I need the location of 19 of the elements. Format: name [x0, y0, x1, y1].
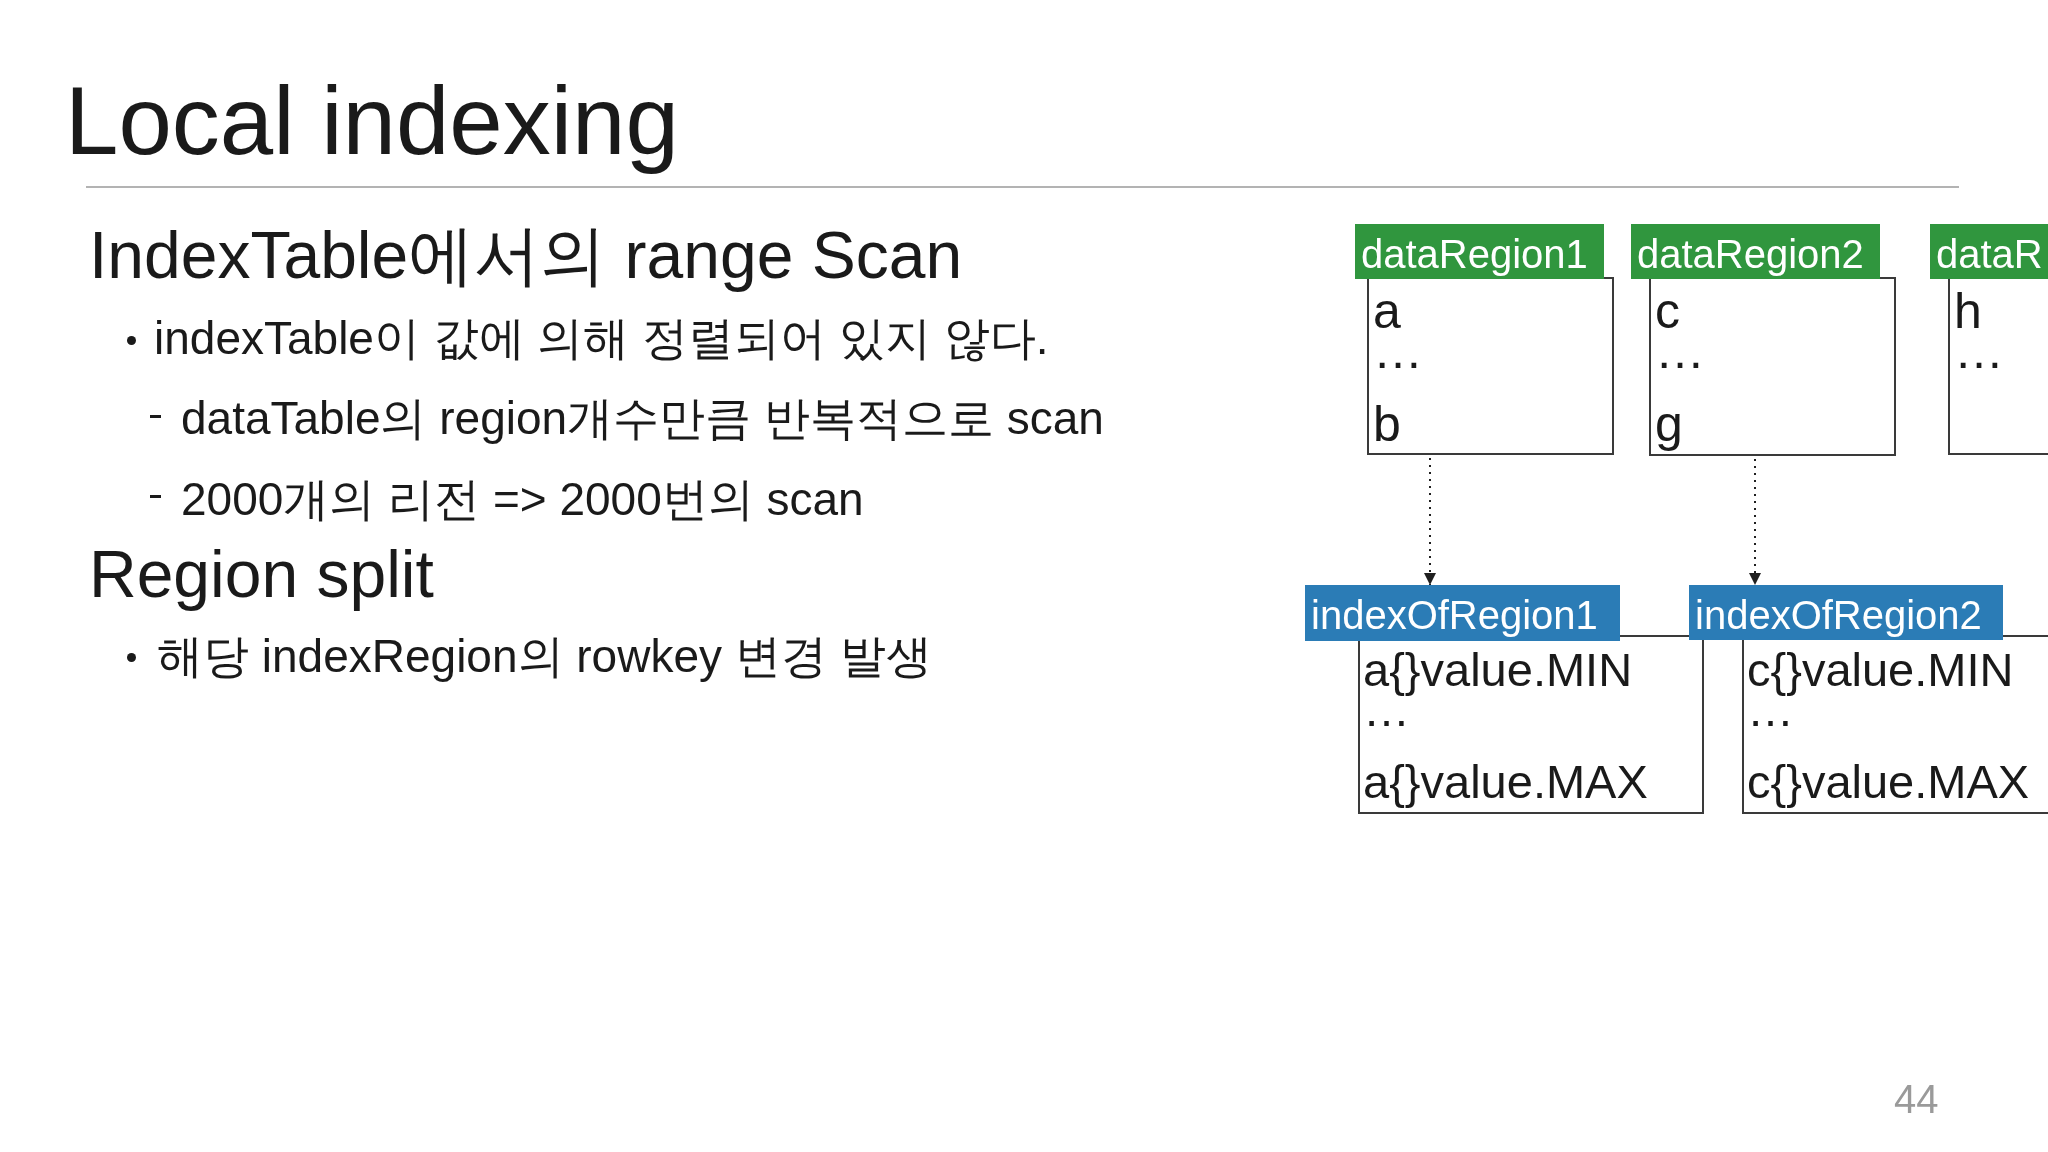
bullet-text: 해당 indexRegion의 rowkey 변경 발생	[157, 629, 932, 684]
arrow	[1424, 457, 1436, 586]
row-text: c{}value.MAX	[1747, 754, 2030, 810]
page-number: 44	[1894, 1076, 1939, 1123]
row-text: a{}value.MAX	[1363, 754, 1648, 810]
heading: Region split	[89, 536, 434, 613]
arrow	[1749, 458, 1761, 586]
region-tag: dataRegion1	[1355, 224, 1604, 279]
heading: IndexTable에서의 range Scan	[89, 217, 963, 294]
row-text: g	[1655, 395, 1683, 454]
bullet-text: indexTable이 값에 의해 정렬되어 있지 않다.	[154, 311, 1049, 366]
bullet-text: dataTable의 region개수만큼 반복적으로 scan	[181, 391, 1104, 446]
slide-title: Local indexing	[65, 66, 679, 176]
region-tag: dataR	[1930, 224, 2048, 279]
row-text: b	[1373, 395, 1401, 454]
region-tag: dataRegion2	[1631, 224, 1880, 279]
region-tag: indexOfRegion1	[1305, 585, 1620, 641]
region-tag: indexOfRegion2	[1689, 585, 2003, 640]
bullet-text: 2000개의 리전 => 2000번의 scan	[181, 472, 864, 527]
